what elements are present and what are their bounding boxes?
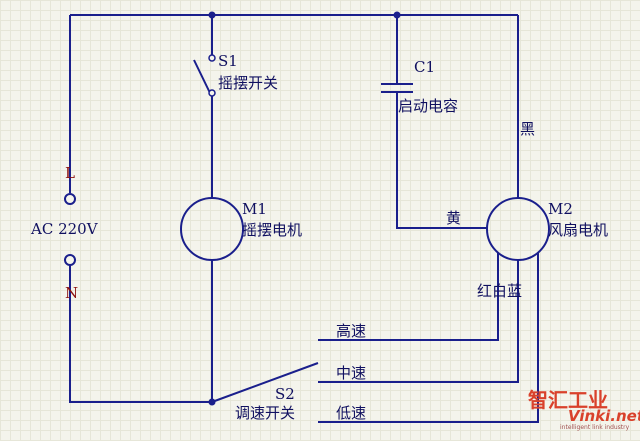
neutral-label: N — [65, 284, 79, 302]
blue-lead-low-wire — [318, 253, 539, 423]
junction-dot — [208, 11, 216, 19]
c1-name-label: 启动电容 — [398, 97, 459, 115]
red-lead-high-wire — [318, 253, 499, 341]
c1-label: C1 — [414, 58, 436, 76]
speed-lead-colors-label: 红白蓝 — [477, 282, 523, 300]
s1-terminal-top — [208, 54, 216, 62]
high-speed-label: 高速 — [336, 322, 367, 340]
mid-speed-label: 中速 — [336, 364, 367, 382]
watermark-site: Vinki.net — [568, 407, 640, 425]
s1-name-label: 摇摆开关 — [218, 74, 279, 92]
live-label: L — [65, 164, 75, 182]
neutral-wire — [69, 262, 212, 403]
live-terminal — [64, 193, 76, 205]
s2-name-label: 调速开关 — [235, 404, 296, 422]
junction-dot — [393, 11, 401, 19]
m2-name-label: 风扇电机 — [548, 221, 609, 239]
s1-label: S1 — [218, 52, 238, 70]
m2-label: M2 — [548, 200, 573, 218]
s1-terminal-bottom — [208, 89, 216, 97]
white-lead-mid-wire — [318, 260, 519, 383]
s1-switch-blade — [193, 59, 211, 94]
s2-label: S2 — [275, 385, 295, 403]
yellow-lead-label: 黄 — [446, 209, 462, 227]
m2-motor-symbol — [486, 197, 550, 261]
m1-name-label: 摇摆电机 — [242, 221, 303, 239]
ac-supply-label: AC 220V — [31, 220, 98, 238]
watermark-brand: 智汇工业 — [528, 388, 608, 412]
watermark-tagline: intelligent link industry — [560, 424, 630, 431]
m1-label: M1 — [242, 200, 267, 218]
s2-switch-blade — [211, 362, 319, 403]
capacitor-wire-bottom — [396, 92, 488, 229]
black-lead-label: 黑 — [520, 120, 536, 138]
m1-motor-symbol — [180, 197, 244, 261]
neutral-terminal — [64, 254, 76, 266]
low-speed-label: 低速 — [336, 404, 367, 422]
